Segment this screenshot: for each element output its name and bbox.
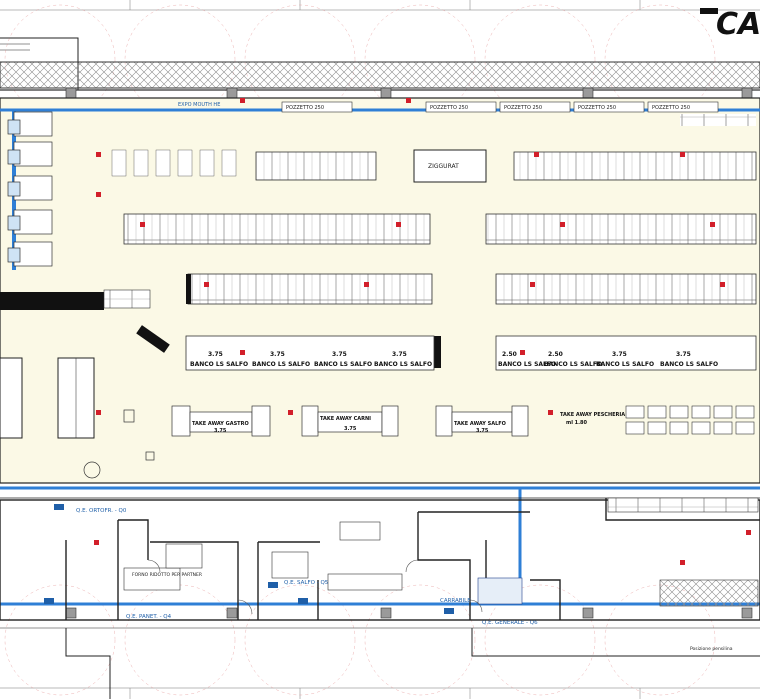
pozzetto-row: POZZETTO 250 POZZETTO 250 POZZETTO 250 P… [281, 101, 756, 126]
banco-label-8: BANCO LS SALFO [660, 361, 718, 368]
pozzetto-label-3: POZZETTO 250 [504, 105, 542, 111]
black-end-caps [0, 292, 441, 368]
banco-label-4: BANCO LS SALFO [374, 361, 432, 368]
take-away-carni: TAKE AWAY CARNI 3.75 [301, 405, 399, 437]
take-away-pescheria: TAKE AWAY PESCHERIA ml 1.80 [560, 412, 625, 426]
banco-size-8: 3.75 [676, 351, 691, 358]
red-markers [94, 98, 751, 565]
banco-size-2: 3.75 [270, 351, 285, 358]
banco-label-2: BANCO LS SALFO [252, 361, 310, 368]
banco-label-1: BANCO LS SALFO [190, 361, 248, 368]
take-away-gastro-size: 3.75 [214, 428, 227, 434]
floor-symbols [83, 409, 155, 479]
left-wall-chillers [7, 111, 53, 267]
logo-text: CA [716, 7, 760, 42]
back-of-house-doors [147, 559, 483, 615]
take-away-pescheria-size: ml 1.80 [566, 420, 588, 426]
left-cold-cases [0, 357, 95, 439]
take-away-gastro: TAKE AWAY GASTRO 3.75 [171, 405, 271, 437]
panel-forno: FORNO RIDOTTO PER PARTNER [132, 572, 202, 578]
electrical-panels [44, 504, 454, 614]
back-of-house-fixtures [123, 497, 759, 607]
banco-size-5: 2.50 [502, 351, 517, 358]
structural-columns [65, 87, 753, 619]
take-away-gastro-label: TAKE AWAY GASTRO [192, 421, 249, 427]
take-away-salfo: TAKE AWAY SALFO 3.75 [435, 405, 529, 437]
banco-salfo-right: BANCO LS SALFO BANCO LS SALFO BANCO LS S… [495, 335, 757, 371]
panel-panet: Q.E. PANET. - Q4 [126, 614, 172, 620]
banco-salfo-left: BANCO LS SALFO BANCO LS SALFO BANCO LS S… [185, 335, 435, 371]
banco-size-7: 3.75 [612, 351, 627, 358]
expo-label: EXPO MOUTH HE [178, 102, 220, 108]
take-away-salfo-size: 3.75 [476, 428, 489, 434]
company-logo: CA [700, 7, 760, 42]
panel-salfo: Q.E. SALFO - Q5 [284, 580, 329, 586]
banco-label-3: BANCO LS SALFO [314, 361, 372, 368]
ziggurat-unit: ZIGGURAT [413, 149, 487, 183]
shelving-row-2 [123, 213, 757, 245]
banco-label-5: BANCO LS SALFO [498, 361, 556, 368]
ziggurat-label: ZIGGURAT [428, 163, 459, 170]
produce-stands [111, 149, 237, 177]
carrabile-label: CARRABILE [440, 598, 471, 604]
banco-label-7: BANCO LS SALFO [596, 361, 654, 368]
pozzetto-label-5: POZZETTO 250 [652, 105, 690, 111]
panel-ortofr: Q.E. ORTOFR. - Q0 [76, 508, 127, 514]
pozzetto-label-2: POZZETTO 250 [430, 105, 468, 111]
shelving-row-1 [255, 151, 757, 181]
posizione-label: Posizione pensilina [690, 646, 733, 652]
take-away-pescheria-label: TAKE AWAY PESCHERIA [560, 412, 625, 418]
panel-generale: Q.E. GENERALE - Q6 [482, 620, 538, 626]
take-away-carni-label: TAKE AWAY CARNI [320, 416, 371, 422]
pozzetto-label-1: POZZETTO 250 [286, 105, 324, 111]
banco-label-6: BANCO LS SALFO [544, 361, 602, 368]
banco-size-1: 3.75 [208, 351, 223, 358]
take-away-carni-size: 3.75 [344, 426, 357, 432]
banco-size-4: 3.75 [392, 351, 407, 358]
banco-size-6: 2.50 [548, 351, 563, 358]
take-away-salfo-label: TAKE AWAY SALFO [454, 421, 506, 427]
pozzetto-label-4: POZZETTO 250 [578, 105, 616, 111]
banco-size-3: 3.75 [332, 351, 347, 358]
canopy-strip [0, 61, 760, 91]
shelving-row-3 [186, 273, 757, 305]
bottom-wall [0, 619, 760, 699]
left-shelf-block [103, 289, 151, 309]
right-display-grid [625, 405, 755, 435]
